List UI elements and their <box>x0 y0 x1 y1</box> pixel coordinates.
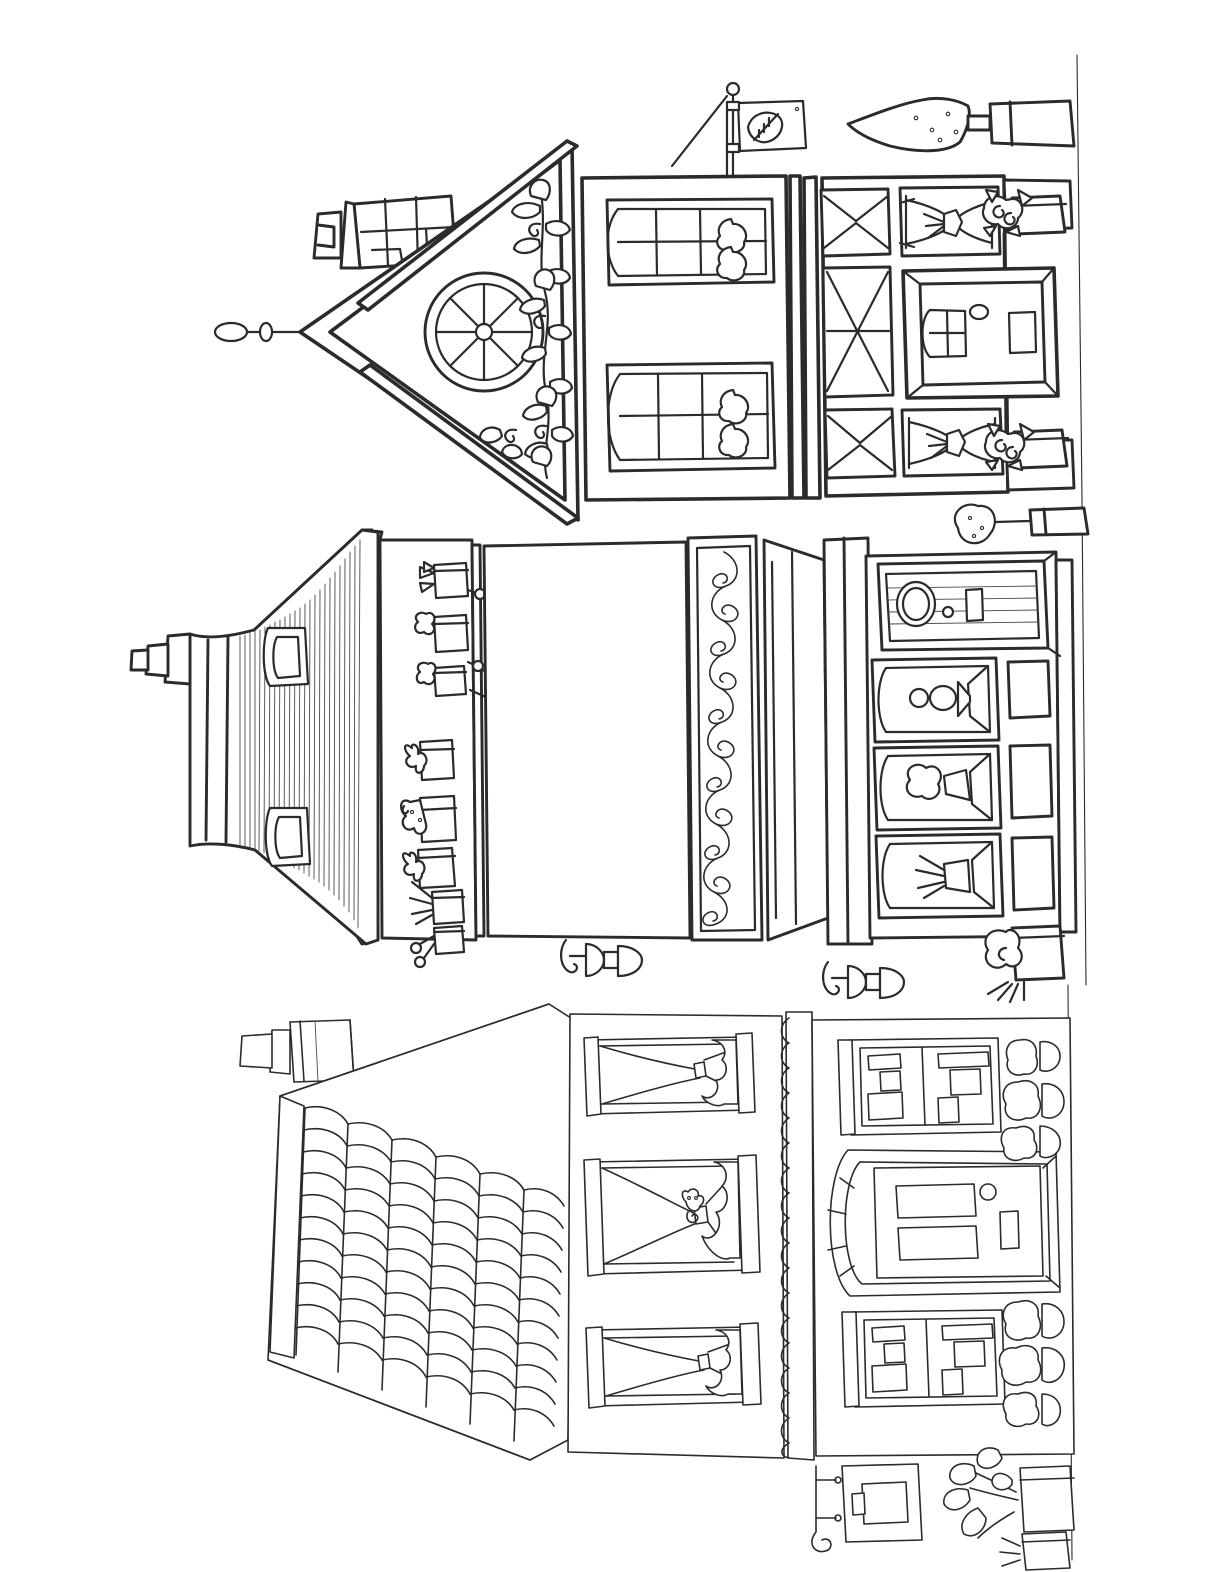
flower-pot-icon <box>984 924 1066 1004</box>
window-with-plant <box>874 832 1005 920</box>
leaf-flag-icon <box>670 81 808 178</box>
front-door <box>901 266 1060 400</box>
flower-pot-icon <box>983 422 1070 472</box>
shingle-scallops <box>294 1106 565 1427</box>
house-middle <box>129 503 1090 1004</box>
arched-window <box>605 361 777 473</box>
spiral-band-icon <box>686 534 764 942</box>
flower-pot-icon <box>999 1531 1071 1571</box>
house-middle-right-block <box>762 536 874 946</box>
arched-window <box>605 197 776 287</box>
four-pane-window <box>837 1037 1002 1136</box>
chimney-icon <box>312 194 458 270</box>
house-middle-wall <box>482 540 692 940</box>
rose-window-icon <box>423 271 545 393</box>
vine-icon <box>478 178 575 480</box>
shutter-cross <box>821 265 895 399</box>
window-with-plant <box>872 744 1003 832</box>
lantern-icon <box>560 938 644 978</box>
lantern-icon <box>811 1463 923 1553</box>
chimney-icon <box>129 632 192 686</box>
window-with-plant <box>870 656 1001 744</box>
shutter-chevron <box>823 407 897 480</box>
house-bottom <box>239 1003 1075 1571</box>
stone-quoin-trim <box>998 1038 1066 1428</box>
small-pane <box>1006 659 1052 720</box>
curtained-window <box>583 1154 761 1277</box>
roof-finial-icon <box>213 321 304 343</box>
cone-topiary-icon <box>846 96 1076 153</box>
shutter-chevron <box>819 187 892 258</box>
shingle-rows <box>269 1095 525 1442</box>
hanging-plant-icon <box>953 503 1090 545</box>
striped-roof <box>188 528 384 946</box>
barge-board-scallop <box>780 1011 815 1461</box>
lantern-icon <box>822 960 906 1000</box>
cat-icon <box>681 1188 705 1224</box>
curtained-window <box>898 185 1002 258</box>
four-pane-window <box>841 1309 1006 1408</box>
flower-pot-icon <box>981 188 1068 238</box>
house-top <box>213 81 1076 526</box>
arched-door <box>827 1149 1061 1297</box>
small-pane <box>1008 743 1054 820</box>
shingle-roof <box>267 1003 575 1461</box>
flower-pot-icon <box>943 1447 1075 1539</box>
small-pane <box>1010 835 1056 912</box>
plank-door <box>876 550 1062 658</box>
curtained-window <box>583 1032 756 1117</box>
curtained-window <box>585 1322 762 1409</box>
